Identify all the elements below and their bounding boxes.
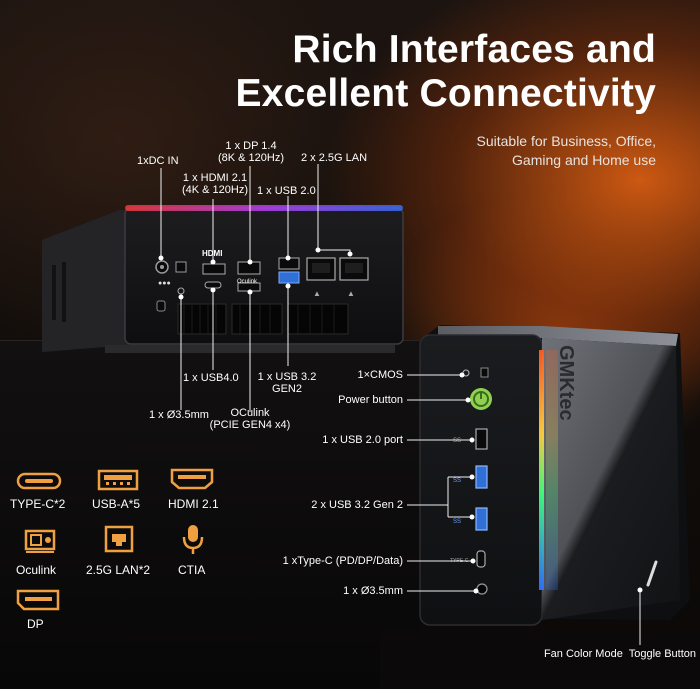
- subtitle-line-1: Suitable for Business, Office,: [476, 133, 657, 149]
- svg-text:SS: SS: [453, 519, 461, 525]
- legend-label-ctia: CTIA: [178, 563, 206, 577]
- label-audio-rear: 1 x Ø3.5mm: [149, 409, 209, 421]
- legend-label-lan: 2.5G LAN*2: [86, 563, 151, 577]
- subtitle-line-2: Gaming and Home use: [512, 152, 656, 168]
- legend-label-dp: DP: [27, 617, 44, 631]
- legend-label-hdmi: HDMI 2.1: [168, 497, 219, 511]
- label-hdmi-line-2: (4K & 120Hz): [181, 184, 249, 196]
- label-hdmi-line-1: 1 x HDMI 2.1: [182, 172, 248, 184]
- label-usb-2-0-port: 1 x USB 2.0 port: [322, 434, 403, 446]
- svg-text:SS: SS: [453, 478, 461, 484]
- brand-logo-text: GMKtec: [555, 345, 577, 421]
- type-c-icon: [16, 472, 62, 490]
- hdmi-icon: [170, 468, 214, 490]
- label-oculink-line-1: OCulink: [230, 407, 270, 419]
- headline-line-2: Excellent Connectivity: [235, 72, 656, 115]
- displayport-icon: [16, 589, 60, 611]
- headline-line-1: Rich Interfaces and: [292, 28, 656, 71]
- oculink-icon: [24, 529, 56, 553]
- label-usb-3-2: 1 x USB 3.2 GEN2: [250, 371, 324, 395]
- legend-label-type-c: TYPE-C*2: [10, 497, 66, 511]
- microphone-icon: [182, 525, 204, 554]
- usb-a-icon: [97, 469, 139, 491]
- front-table-surface: [380, 630, 700, 689]
- label-usb-4-0: 1 x USB4.0: [183, 372, 239, 384]
- label-fan-toggle: Fan Color Mode Toggle Button: [543, 648, 696, 660]
- label-dc-in: 1xDC IN: [137, 155, 179, 167]
- label-usb-3-2-gen2: 2 x USB 3.2 Gen 2: [311, 499, 403, 511]
- label-dp-line-2: (8K & 120Hz): [217, 152, 285, 164]
- label-cmos: 1×CMOS: [357, 369, 403, 381]
- hdmi-port-text: HDMI: [202, 249, 223, 258]
- label-power-button: Power button: [338, 394, 403, 406]
- label-hdmi: 1 x HDMI 2.1 (4K & 120Hz): [170, 172, 260, 196]
- subtitle: Suitable for Business, Office, Gaming an…: [477, 132, 657, 170]
- svg-text:▲: ▲: [313, 289, 321, 298]
- oculink-port-text: Oculink: [237, 279, 258, 285]
- table-surface: [0, 340, 420, 689]
- label-dp: 1 x DP 1.4 (8K & 120Hz): [209, 140, 293, 164]
- label-audio-front: 1 x Ø3.5mm: [343, 585, 403, 597]
- label-usb-3-2-line-1: 1 x USB 3.2: [257, 371, 317, 383]
- label-usb-3-2-line-2: GEN2: [272, 383, 302, 395]
- label-lan: 2 x 2.5G LAN: [301, 152, 368, 164]
- svg-text:▲: ▲: [347, 289, 355, 298]
- legend-label-oculink: Oculink: [16, 563, 57, 577]
- label-usb-2-0: 1 x USB 2.0: [257, 185, 316, 197]
- label-type-c: 1 xType-C (PD/DP/Data): [282, 555, 403, 567]
- svg-text:●●●: ●●●: [158, 280, 171, 287]
- svg-text:SS: SS: [453, 438, 461, 444]
- label-oculink-line-2: (PCIE GEN4 x4): [209, 419, 291, 431]
- label-oculink: OCulink (PCIE GEN4 x4): [205, 407, 295, 431]
- label-dp-line-1: 1 x DP 1.4: [225, 140, 277, 152]
- headline: Rich Interfaces and Excellent Connectivi…: [235, 28, 656, 116]
- lan-icon: [104, 525, 134, 553]
- legend-label-usb-a: USB-A*5: [92, 497, 141, 511]
